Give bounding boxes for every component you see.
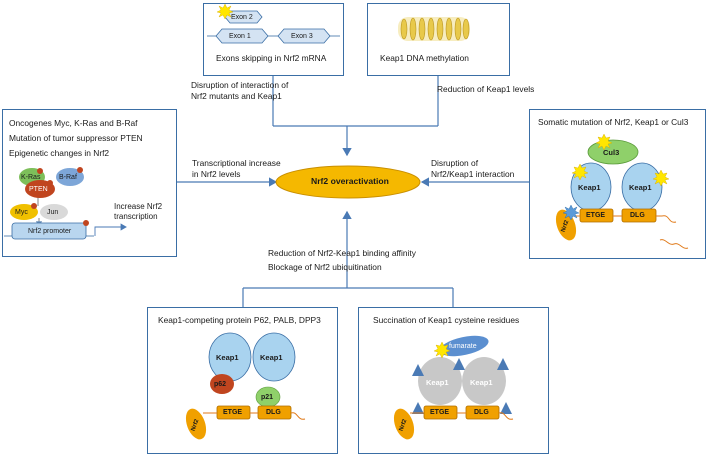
arrow-label-top-left: Disruption of interaction of Nrf2 mutant… xyxy=(191,80,289,101)
etge-label: ETGE xyxy=(430,409,450,416)
keap1-methylation-caption: Keap1 DNA methylation xyxy=(380,53,469,63)
oncogene-line-3: Epigenetic changes in Nrf2 xyxy=(9,148,110,158)
fumarate-label: fumarate xyxy=(449,343,477,350)
mutation-star-icon xyxy=(216,3,234,20)
dlg-label: DLG xyxy=(630,212,645,219)
kras-label: K-Ras xyxy=(21,174,41,181)
p21-label: p21 xyxy=(261,394,274,401)
arrow-label-right: Disruption of Nrf2/Keap1 interaction xyxy=(431,158,515,179)
arrow-label-bottom-1: Reduction of Nrf2-Keap1 binding affinity xyxy=(268,248,416,258)
exon-skipping-caption: Exons skipping in Nrf2 mRNA xyxy=(216,53,327,63)
oncogene-line-1: Oncogenes Myc, K-Ras and B-Raf xyxy=(9,118,138,128)
dlg-label: DLG xyxy=(266,409,281,416)
keap1-left-label: Keap1 xyxy=(216,353,239,362)
oncogene-graphic xyxy=(4,167,127,240)
keap1-right-label: Keap1 xyxy=(470,378,493,387)
exon1-label: Exon 1 xyxy=(229,33,251,40)
etge-label: ETGE xyxy=(223,409,243,416)
somatic-mutation-caption: Somatic mutation of Nrf2, Keap1 or Cul3 xyxy=(538,117,689,127)
competing-protein-caption: Keap1-competing protein P62, PALB, DPP3 xyxy=(158,315,321,325)
dna-helix-icon xyxy=(398,17,470,41)
competing-protein-graphic xyxy=(185,332,306,440)
cul3-label: Cul3 xyxy=(603,148,620,157)
dlg-label: DLG xyxy=(474,409,489,416)
succination-caption: Succination of Keap1 cysteine residues xyxy=(373,315,520,325)
oncogene-line-2: Mutation of tumor suppressor PTEN xyxy=(9,133,143,143)
somatic-mutation-box xyxy=(529,109,706,259)
arrow-label-bottom-2: Blockage of Nrf2 ubiquitination xyxy=(268,262,382,272)
competing-protein-box xyxy=(147,307,338,454)
pten-label: PTEN xyxy=(29,186,48,193)
etge-label: ETGE xyxy=(586,212,606,219)
keap1-right-label: Keap1 xyxy=(629,183,652,192)
jun-label: Jun xyxy=(47,209,59,216)
arrow-label-top-right: Reduction of Keap1 levels xyxy=(437,84,535,94)
arrow-label-left: Transcriptional increase in Nrf2 levels xyxy=(192,158,281,179)
keap1-right-label: Keap1 xyxy=(260,353,283,362)
nrf2-promoter-label: Nrf2 promoter xyxy=(28,228,72,235)
p62-label: p62 xyxy=(214,381,227,388)
exon3-label: Exon 3 xyxy=(291,33,313,40)
keap1-left-label: Keap1 xyxy=(578,183,601,192)
exon-graphic xyxy=(207,3,340,44)
myc-label: Myc xyxy=(15,209,28,216)
nrf2-overactivation-node xyxy=(275,165,421,199)
exon2-label: Exon 2 xyxy=(231,14,253,21)
connector-lines xyxy=(177,76,529,307)
keap1-left-label: Keap1 xyxy=(426,378,449,387)
succination-graphic xyxy=(393,335,514,440)
center-label: Nrf2 overactivation xyxy=(311,176,389,186)
increase-transcription-label: Increase Nrf2 transcription xyxy=(114,202,163,221)
somatic-mutation-graphic xyxy=(555,133,689,249)
braf-label: B-Raf xyxy=(59,174,77,181)
